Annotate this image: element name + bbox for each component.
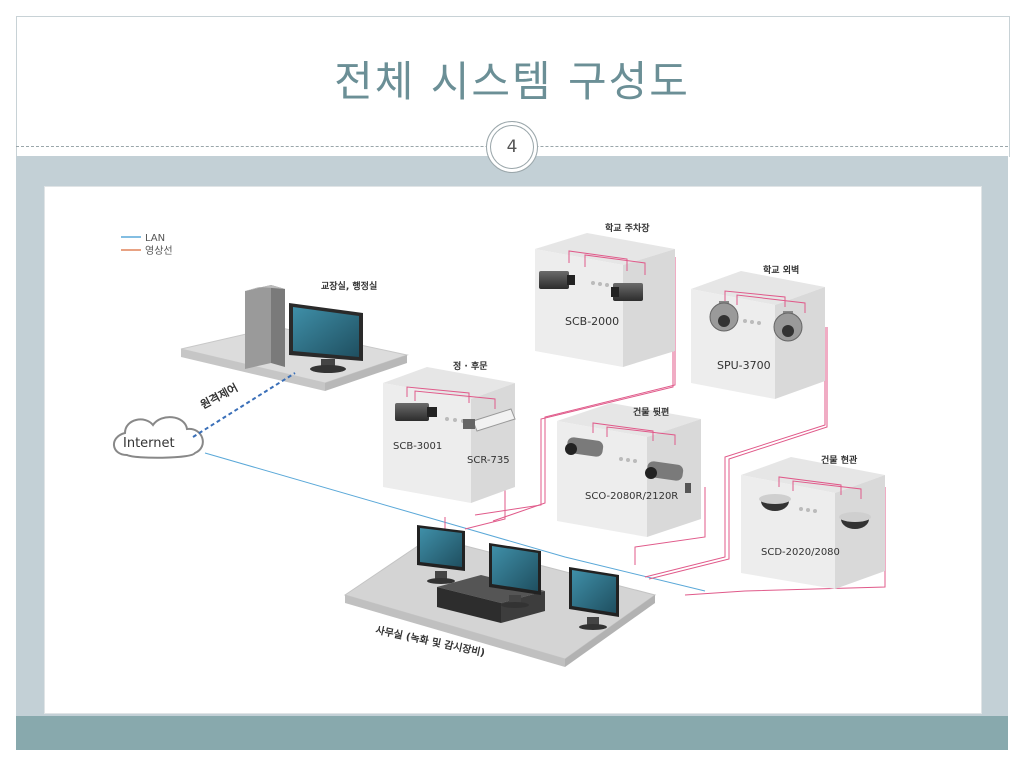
- bullet-camera-icon: [472, 408, 516, 432]
- gate-zone: 정 · 후문 SCB-3001 SCR-735: [383, 360, 516, 503]
- cloud-icon: [113, 416, 204, 459]
- legend-lan-label: LAN: [145, 233, 165, 244]
- building-back-zone: 건물 뒷편 SCO-2080R/2120R: [557, 403, 701, 537]
- outer-wall-zone-label: 학교 외벽: [763, 264, 799, 276]
- parking-zone-label: 학교 주차장: [605, 222, 650, 234]
- legend-video-label: 영상선: [145, 245, 173, 257]
- dome-camera-icon: [841, 519, 869, 529]
- remote-control-label: 원격제어: [198, 380, 240, 411]
- parking-cam-model: SCB-2000: [565, 315, 619, 328]
- footer-bar: [16, 716, 1008, 750]
- internet-label: Internet: [123, 436, 175, 451]
- principal-office-label: 교장실, 행정실: [321, 280, 377, 292]
- outer-wall-zone: 학교 외벽 SPU-3700: [691, 264, 825, 399]
- building-back-zone-label: 건물 뒷편: [633, 406, 669, 418]
- gate-cam-2-model: SCR-735: [467, 455, 510, 466]
- remote-control-link: [192, 372, 296, 438]
- box-camera-icon: [395, 403, 429, 421]
- lan-link-internet-office: [204, 452, 706, 592]
- building-entrance-zone-label: 건물 현관: [821, 454, 858, 466]
- dome-camera-icon: [761, 501, 789, 511]
- legend: LAN 영상선: [121, 233, 173, 257]
- pc-tower-icon: [245, 285, 271, 369]
- building-entrance-cam-model: SCD-2020/2080: [761, 547, 840, 558]
- gate-cam-1-model: SCB-3001: [393, 441, 442, 452]
- building-entrance-zone: 건물 현관 SCD-2020/2080: [741, 454, 885, 589]
- slide-title: 전체 시스템 구성도: [334, 57, 690, 106]
- parking-zone: 학교 주차장 SCB-2000: [535, 222, 675, 367]
- nvr-recorder-icon: [437, 587, 501, 623]
- system-diagram: LAN 영상선 교장실, 행정실 Internet 원격제어: [113, 222, 886, 667]
- office-station: 사무실 (녹화 및 감시장비): [343, 525, 657, 667]
- gate-zone-label: 정 · 후문: [453, 360, 488, 372]
- box-camera-icon: [613, 283, 643, 301]
- building-back-cam-model: SCO-2080R/2120R: [585, 491, 678, 502]
- internet-cloud: Internet: [113, 416, 204, 459]
- outer-wall-cam-model: SPU-3700: [717, 359, 771, 372]
- principal-office-station: 교장실, 행정실: [180, 280, 409, 391]
- box-camera-icon: [539, 271, 569, 289]
- diagram-canvas: LAN 영상선 교장실, 행정실 Internet 원격제어: [44, 186, 982, 714]
- slide-number: 4: [486, 121, 538, 173]
